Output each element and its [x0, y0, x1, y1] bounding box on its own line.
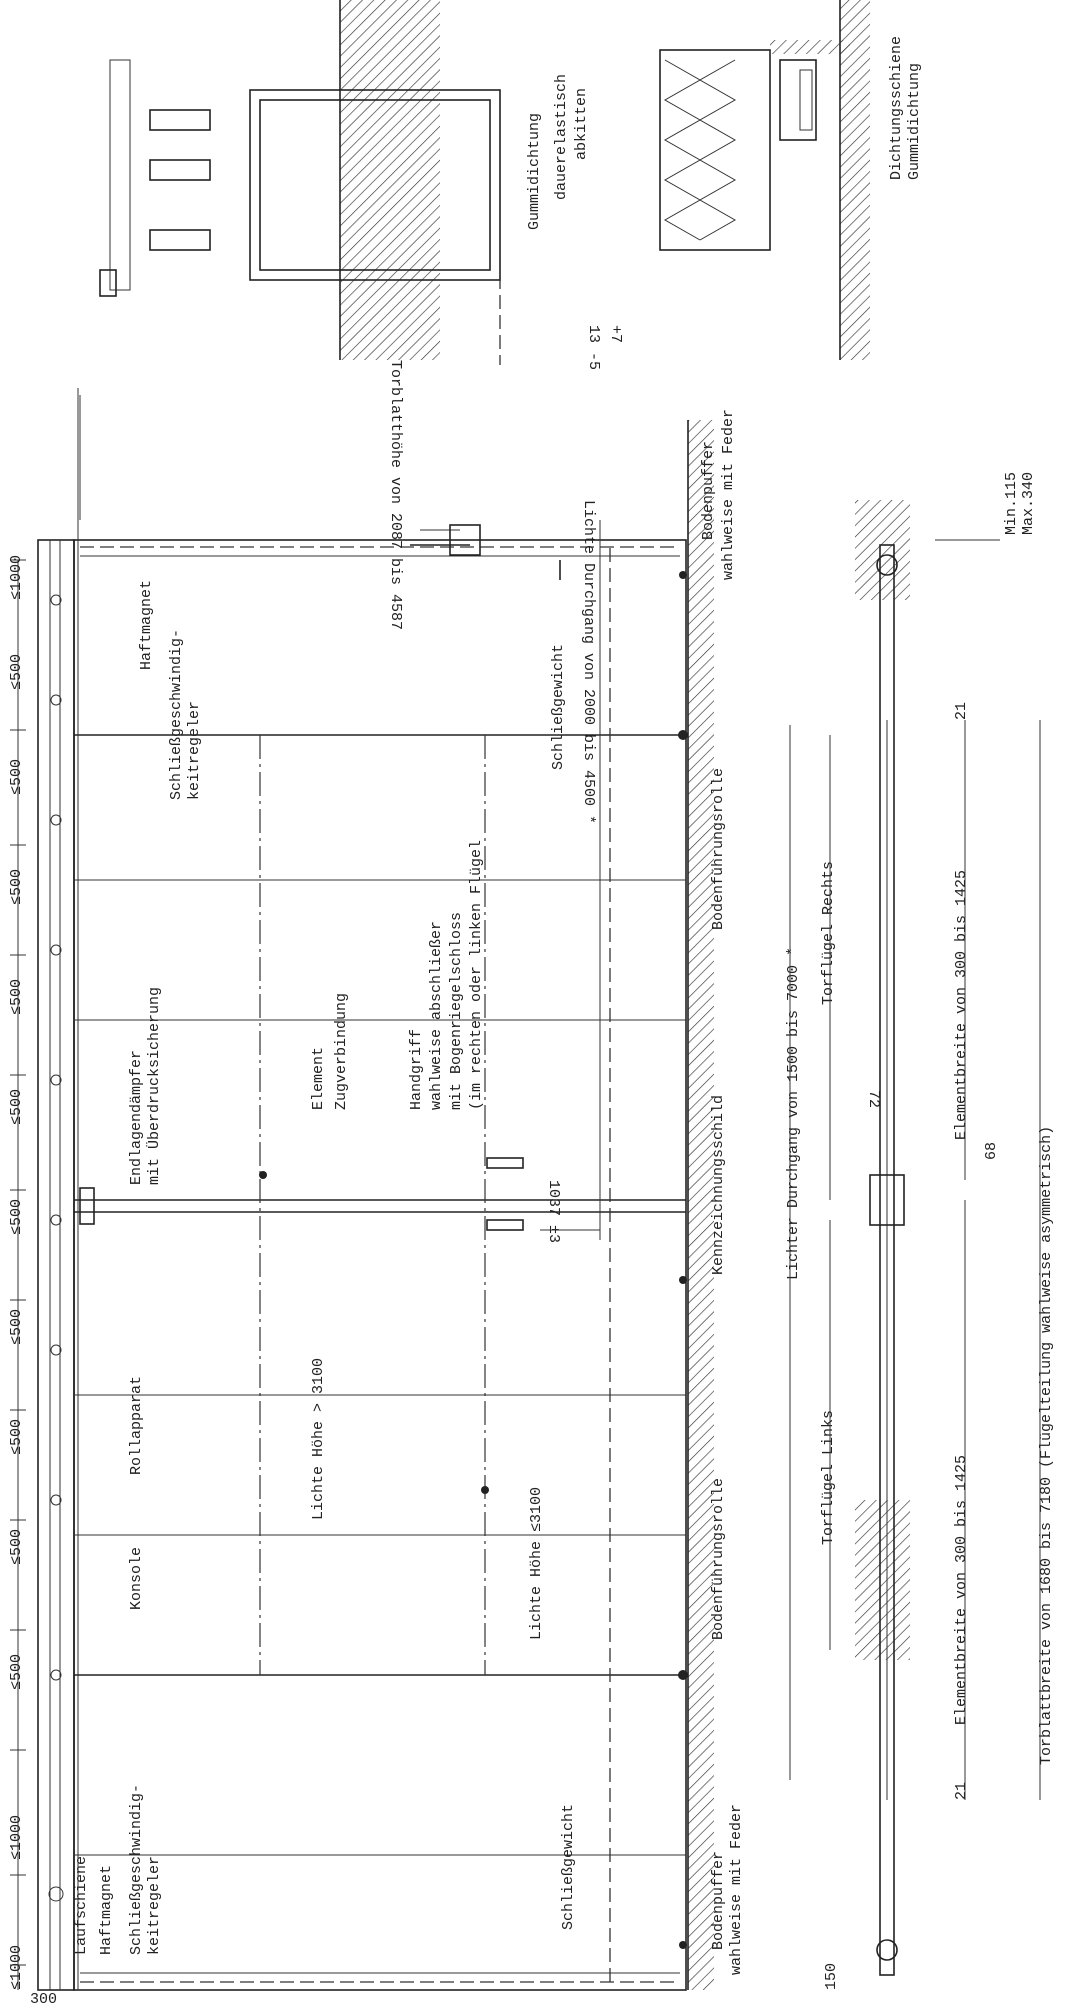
label-abkitten: abkitten [573, 88, 590, 160]
label-bodenpuffer-right-2: wahlweise mit Feder [720, 409, 737, 580]
section-detail [99, 0, 870, 365]
dim-300: 300 [30, 1991, 57, 2008]
label-kennzeichnungsschild: Kennzeichnungsschild [710, 1095, 727, 1275]
dim-torblatthoehe: Torblatthöhe von 2087 bis 4587 [387, 360, 404, 630]
label-konsole: Konsole [128, 1547, 145, 1610]
label-dauerelastisch: dauerelastisch [553, 74, 570, 200]
dim-21-right: 21 [953, 702, 970, 720]
label-haftmagnet-left: Haftmagnet [98, 1865, 115, 1955]
label-gummidichtung-2: Gummidichtung [906, 63, 923, 180]
label-lichte-hoehe-le: Lichte Höhe ≤3100 [528, 1487, 545, 1640]
plan-view [855, 500, 910, 1976]
label-bodenpuffer-left-2: wahlweise mit Feder [728, 1804, 745, 1975]
label-haftmagnet-right: Haftmagnet [138, 580, 155, 670]
dim-torblattbreite: Torblattbreite von 1680 bis 7180 (Flügel… [1038, 1126, 1055, 1765]
label-endlagendaempfer-1: Endlagendämpfer [128, 1050, 145, 1185]
dim-72: 72 [865, 1090, 882, 1108]
label-handgriff-1: Handgriff [408, 1029, 425, 1110]
label-bodenpuffer-right-1: Bodenpuffer [700, 441, 717, 540]
dimension-lines [77, 388, 1041, 1990]
label-laufschiene: Laufschiene [73, 1856, 90, 1955]
dim-top-12: ≤500 [8, 654, 25, 690]
dim-top-2: ≤1000 [8, 1815, 25, 1860]
dim-68: 68 [983, 1142, 1000, 1160]
label-handgriff-2: wahlweise abschließer [428, 921, 445, 1110]
label-handgriff-4: (im rechten oder linken Flügel [468, 840, 485, 1110]
dim-torfluegel-rechts: Torflügel Rechts [820, 861, 837, 1005]
dim-min115: Min.115 [1003, 472, 1020, 535]
dim-top-4: ≤500 [8, 1529, 25, 1565]
running-rail [37, 539, 75, 1991]
dim-elementbreite-left: Elementbreite von 300 bis 1425 [953, 1455, 970, 1725]
dim-plus7: +7 [607, 325, 624, 343]
dim-21-left: 21 [953, 1782, 970, 1800]
label-regler-right-2: keitregeler [186, 701, 203, 800]
label-schliessgewicht-left: Schließgewicht [560, 1804, 577, 1930]
dim-top-7: ≤500 [8, 1199, 25, 1235]
dim-top-8: ≤500 [8, 1089, 25, 1125]
label-dichtungsschiene: Dichtungsschiene [888, 36, 905, 180]
label-schliessgewicht-right: Schließgewicht [550, 644, 567, 770]
dim-top-5: ≤500 [8, 1419, 25, 1455]
dim-1037: 1037 ±3 [545, 1180, 562, 1243]
label-bodenfuehrungsrolle-left: Bodenführungsrolle [710, 1478, 727, 1640]
label-handgriff-3: mit Bogenriegelschloss [448, 912, 465, 1110]
dim-top-1: ≤1000 [8, 1945, 25, 1990]
label-regler-left-2: keitregeler [146, 1856, 163, 1955]
dim-lichte-durchgang-hoehe: Lichte Durchgang von 2000 bis 4500 * [580, 500, 597, 824]
dim-max340: Max.340 [1020, 472, 1037, 535]
label-lichte-hoehe-gt: Lichte Höhe > 3100 [310, 1358, 327, 1520]
label-bodenpuffer-left-1: Bodenpuffer [710, 1851, 727, 1950]
dim-150: 150 [823, 1963, 840, 1990]
dim-top-6: ≤500 [8, 1309, 25, 1345]
label-rollapparat: Rollapparat [128, 1376, 145, 1475]
dim-top-13: ≤1000 [8, 555, 25, 600]
label-endlagendaempfer-2: mit Überdrucksicherung [145, 987, 163, 1185]
door-leaf [73, 539, 687, 1991]
main-elevation [10, 420, 714, 1991]
dim-elementbreite-right: Elementbreite von 300 bis 1425 [953, 870, 970, 1140]
side-profile [410, 524, 561, 580]
label-regler-right-1: Schließgeschwindig- [168, 629, 185, 800]
handle [486, 1157, 524, 1169]
label-regler-left-1: Schließgeschwindig- [128, 1784, 145, 1955]
dim-13-5: 13 -5 [585, 325, 602, 370]
label-bodenfuehrungsrolle-right: Bodenführungsrolle [710, 768, 727, 930]
label-element-1: Element [310, 1047, 327, 1110]
floor-hatch [688, 420, 714, 1990]
dim-top-3: ≤500 [8, 1654, 25, 1690]
dim-top-10: ≤500 [8, 869, 25, 905]
dim-top-9: ≤500 [8, 979, 25, 1015]
label-element-2: Zugverbindung [333, 993, 350, 1110]
label-gummidichtung: Gummidichtung [526, 113, 543, 230]
dim-top-11: ≤500 [8, 759, 25, 795]
dim-lichter-durchgang-breite: Lichter Durchgang von 1500 bis 7000 * [785, 947, 802, 1280]
dim-torfluegel-links: Torflügel Links [820, 1410, 837, 1545]
